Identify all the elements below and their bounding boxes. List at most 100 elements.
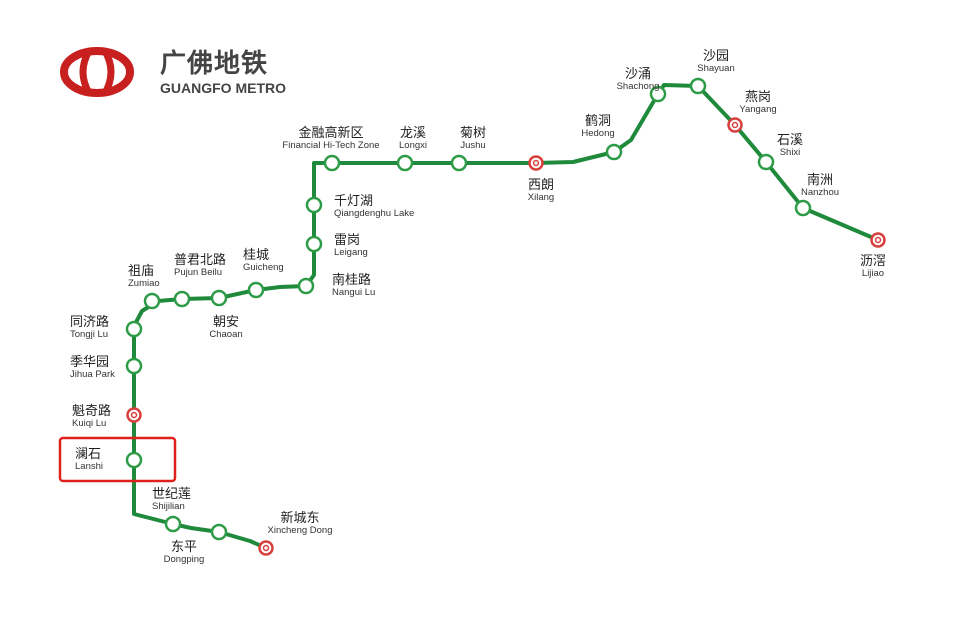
interchange-station-icon bbox=[870, 232, 886, 248]
station-marker-icon bbox=[450, 154, 468, 172]
station-name-en: Financial Hi-Tech Zone bbox=[282, 140, 379, 151]
station-marker-icon bbox=[125, 357, 143, 375]
station-marker-icon bbox=[305, 235, 323, 253]
station-name-cn: 燕岗 bbox=[745, 90, 771, 105]
station-name-cn: 朝安 bbox=[213, 315, 239, 330]
station-marker-icon bbox=[305, 196, 323, 214]
station-name-en: Shayuan bbox=[697, 63, 735, 74]
station-name-cn: 东平 bbox=[171, 540, 197, 555]
station-marker-icon bbox=[794, 199, 812, 217]
station-marker-icon bbox=[247, 281, 265, 299]
station-name-cn: 菊树 bbox=[460, 126, 486, 141]
station-marker-icon bbox=[757, 153, 775, 171]
station-name-cn: 澜石 bbox=[75, 447, 101, 462]
station-marker-icon bbox=[125, 320, 143, 338]
station-marker-icon bbox=[173, 290, 191, 308]
station-name-en: Nanzhou bbox=[801, 187, 839, 198]
station-name-cn: 石溪 bbox=[777, 133, 803, 148]
station-name-en: Tongji Lu bbox=[70, 329, 108, 340]
station-name-cn: 西朗 bbox=[528, 178, 554, 193]
station-marker-icon bbox=[323, 154, 341, 172]
station-name-en: Longxi bbox=[399, 140, 427, 151]
station-marker-icon bbox=[143, 292, 161, 310]
station-marker-icon bbox=[689, 77, 707, 95]
station-marker-icon bbox=[297, 277, 315, 295]
station-name-cn: 龙溪 bbox=[400, 126, 426, 141]
station-name-cn: 沙涌 bbox=[625, 67, 651, 82]
station-name-cn: 世纪莲 bbox=[152, 487, 191, 502]
station-name-en: Hedong bbox=[581, 128, 614, 139]
station-name-cn: 魁奇路 bbox=[72, 403, 111, 419]
station-marker-icon bbox=[164, 515, 182, 533]
station-name-en: Nangui Lu bbox=[332, 287, 375, 298]
station-name-en: Dongping bbox=[164, 554, 205, 565]
station-name-cn: 金融高新区 bbox=[298, 125, 363, 141]
station-name-cn: 桂城 bbox=[243, 248, 269, 263]
station-name-en: Shixi bbox=[780, 147, 801, 158]
station-name-en: Qiangdenghu Lake bbox=[334, 208, 414, 219]
station-name-cn: 南洲 bbox=[807, 172, 833, 188]
station-name-en: Leigang bbox=[334, 247, 368, 258]
interchange-station-icon bbox=[727, 117, 743, 133]
interchange-station-icon bbox=[258, 540, 274, 556]
highlight-box bbox=[58, 436, 177, 483]
station-name-en: Zumiao bbox=[128, 278, 160, 289]
station-name-cn: 千灯湖 bbox=[334, 194, 373, 209]
interchange-station-icon bbox=[126, 407, 142, 423]
station-name-en: Shachong bbox=[617, 81, 660, 92]
station-name-cn: 同济路 bbox=[70, 314, 109, 330]
station-marker-icon bbox=[125, 451, 143, 469]
station-name-en: Xincheng Dong bbox=[268, 525, 333, 536]
guangfo-metro-logo: 广佛地铁 GUANGFO METRO bbox=[60, 47, 286, 97]
station-name-cn: 新城东 bbox=[280, 510, 319, 526]
station-marker-icon bbox=[210, 523, 228, 541]
station-name-cn: 南桂路 bbox=[332, 272, 371, 288]
station-name-cn: 普君北路 bbox=[174, 252, 226, 268]
station-name-en: Jushu bbox=[460, 140, 485, 151]
interchange-station-icon bbox=[528, 155, 544, 171]
station-name-cn: 雷岗 bbox=[334, 233, 360, 248]
station-marker-icon bbox=[649, 85, 667, 103]
station-marker-icon bbox=[396, 154, 414, 172]
metro-logo-icon bbox=[60, 47, 134, 97]
brand-name-cn: 广佛地铁 bbox=[160, 48, 268, 79]
station-name-cn: 沥滘 bbox=[860, 254, 886, 269]
brand-name-en: GUANGFO METRO bbox=[160, 80, 286, 96]
station-name-en: Pujun Beilu bbox=[174, 267, 222, 278]
station-name-en: Shijilian bbox=[152, 501, 185, 512]
station-marker-icon bbox=[210, 289, 228, 307]
station-name-en: Xilang bbox=[528, 192, 554, 203]
station-name-en: Yangang bbox=[739, 104, 776, 115]
station-name-en: Jihua Park bbox=[70, 369, 115, 380]
station-name-en: Lanshi bbox=[75, 461, 103, 472]
station-name-en: Lijiao bbox=[862, 268, 884, 279]
station-name-en: Kuiqi Lu bbox=[72, 418, 106, 429]
